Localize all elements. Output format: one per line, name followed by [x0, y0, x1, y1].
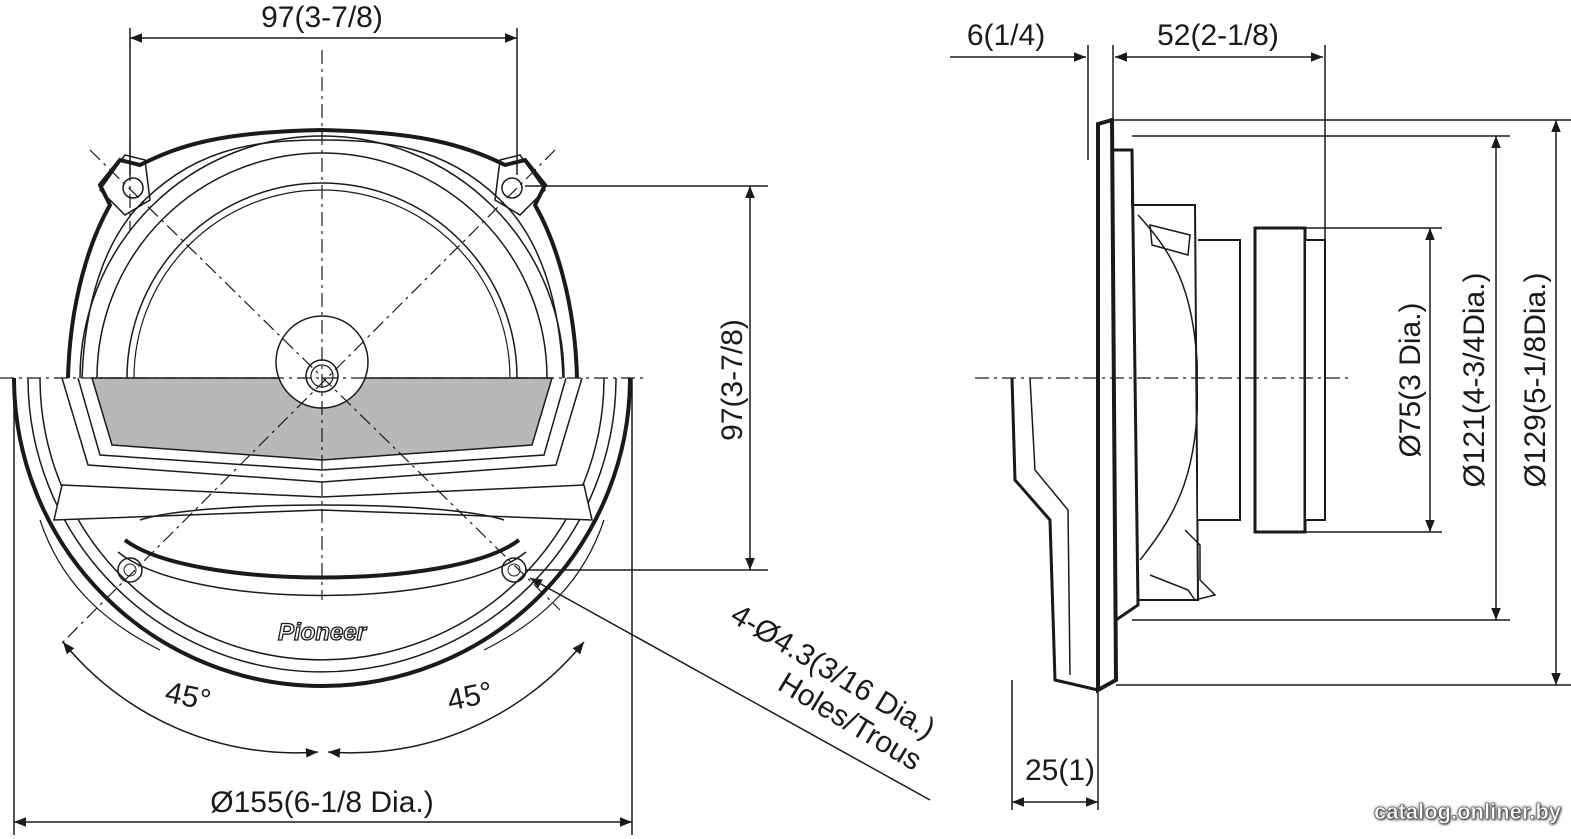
angle-right-label: 45°	[444, 676, 495, 718]
front-centerlines	[0, 50, 645, 646]
side-magnet-dia-label: Ø75(3 Dia.)	[1394, 302, 1427, 457]
side-frame-dia-label: Ø129(5-1/8Dia.)	[1519, 272, 1552, 487]
angle-left-label: 45°	[162, 676, 213, 718]
front-view: Pioneer	[0, 50, 645, 688]
front-top-width-label: 97(3-7/8)	[261, 1, 383, 34]
front-diameter-label: Ø155(6-1/8 Dia.)	[210, 786, 433, 819]
front-height-label: 97(3-7/8)	[716, 319, 749, 441]
side-dimensions	[950, 45, 1571, 810]
front-lower-grille	[12, 377, 632, 688]
pioneer-logo: Pioneer	[278, 619, 368, 646]
side-view	[975, 117, 1350, 694]
side-mount-depth-label: 25(1)	[1025, 754, 1095, 787]
side-cutout-dia-label: Ø121(4-3/4Dia.)	[1458, 272, 1491, 487]
side-flange-label: 6(1/4)	[967, 19, 1045, 52]
watermark-text: catalog.onliner.by	[1373, 799, 1562, 825]
front-dimensions	[13, 28, 931, 835]
side-depth-label: 52(2-1/8)	[1157, 19, 1279, 52]
